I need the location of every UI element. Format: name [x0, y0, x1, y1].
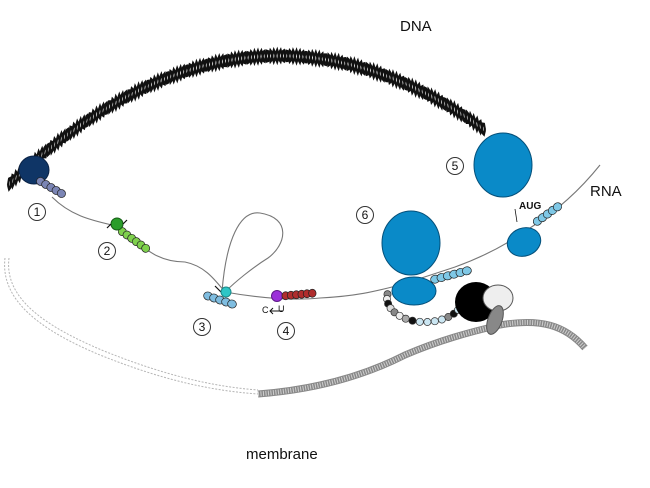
ribosome-large-subunit-5 — [473, 132, 533, 198]
nascent-helix-5 — [532, 202, 563, 226]
c-marker: C — [262, 305, 269, 315]
step-4-marker: 4 — [277, 322, 295, 340]
dna-label: DNA — [400, 18, 432, 35]
bead — [408, 316, 417, 325]
step-3-marker: 3 — [193, 318, 211, 336]
splicing-helix-turn — [227, 299, 237, 309]
bead — [415, 317, 424, 326]
capping-enzyme — [110, 217, 124, 231]
capping-helix-turn — [141, 243, 151, 253]
nascent-helix-6-turn — [461, 266, 472, 276]
rna-loop — [221, 212, 284, 293]
ribosome-large-subunit-6 — [381, 210, 441, 276]
splicing-enzyme — [220, 286, 232, 298]
nascent-helix-5-turn — [552, 202, 563, 212]
step3-arrow — [214, 285, 222, 293]
dna-helix-strand-b — [6, 46, 487, 190]
step-6-marker: 6 — [356, 206, 374, 224]
splicing-helix — [203, 291, 237, 309]
aug-label: AUG — [519, 201, 542, 212]
bead — [401, 314, 410, 323]
editing-enzyme — [271, 290, 283, 302]
edited-helix-turn — [308, 288, 317, 298]
bead — [423, 318, 432, 326]
step-1-marker: 1 — [28, 203, 46, 221]
membrane-track-hatch — [257, 319, 587, 397]
polymerase-helix-turn — [56, 189, 66, 198]
capping-arrows — [106, 219, 128, 229]
edit-arrow — [269, 307, 283, 315]
step-2-marker: 2 — [98, 242, 116, 260]
bead-chain — [383, 290, 466, 326]
polymerase-helix — [36, 177, 66, 198]
aug-pointer — [514, 208, 518, 223]
ribosome-small-subunit-6 — [391, 276, 437, 306]
step-5-marker: 5 — [446, 157, 464, 175]
membrane-dashed-track — [4, 257, 259, 395]
receptor-grey — [486, 305, 504, 335]
u-marker: U — [278, 304, 285, 314]
rna-label: RNA — [590, 183, 622, 200]
capping-helix — [117, 227, 151, 253]
rna-polymerase — [18, 155, 50, 185]
membrane-dashed-track-inner — [8, 257, 259, 391]
membrane-label: membrane — [246, 446, 318, 463]
nascent-helix-6 — [430, 266, 472, 284]
bead — [430, 317, 439, 326]
edited-helix — [281, 288, 317, 301]
membrane-track — [257, 318, 588, 398]
ribosome-small-subunit-5 — [506, 227, 542, 257]
